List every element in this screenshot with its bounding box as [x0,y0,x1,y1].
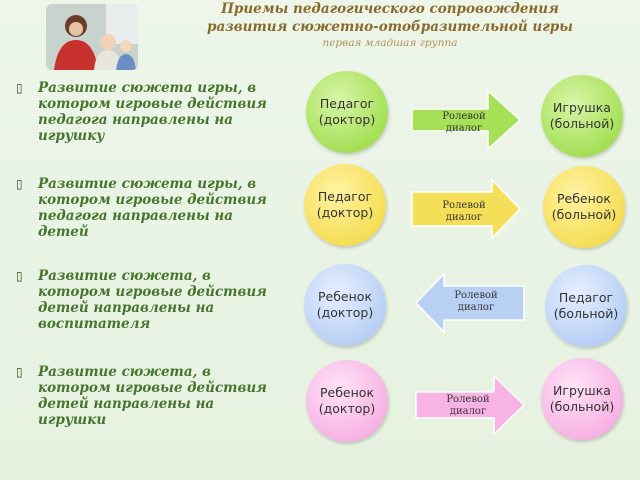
page-subtitle: первая младшая группа [322,37,458,49]
bullet-icon: ▯ [16,269,23,283]
title-line-2: развития сюжетно-отобразительной игры [207,19,573,35]
dialog-arrow-right: Ролевой диалог [410,178,522,240]
role-circle-left: Педагог (доктор) [306,71,388,153]
role-circle-left: Ребенок (доктор) [306,360,388,442]
role-circle-left: Ребенок (доктор) [304,264,386,346]
bullet-icon: ▯ [16,365,23,379]
dialog-arrow-left: Ролевой диалог [414,272,526,334]
title-line-1: Приемы педагогического сопровождения [221,1,559,17]
role-circle-right: Педагог (больной) [545,265,627,347]
dialog-arrow-right: Ролевой диалог [410,89,522,151]
header-photo [46,4,138,70]
dialog-arrow-right: Ролевой диалог [414,374,526,436]
bullet-icon: ▯ [16,81,23,95]
bullet-icon: ▯ [16,177,23,191]
role-circle-right: Ребенок (больной) [543,166,625,248]
role-circle-left: Педагог (доктор) [304,164,386,246]
role-circle-right: Игрушка (больной) [541,75,623,157]
page-title: Приемы педагогического сопровождения раз… [150,0,630,36]
role-circle-right: Игрушка (больной) [541,358,623,440]
